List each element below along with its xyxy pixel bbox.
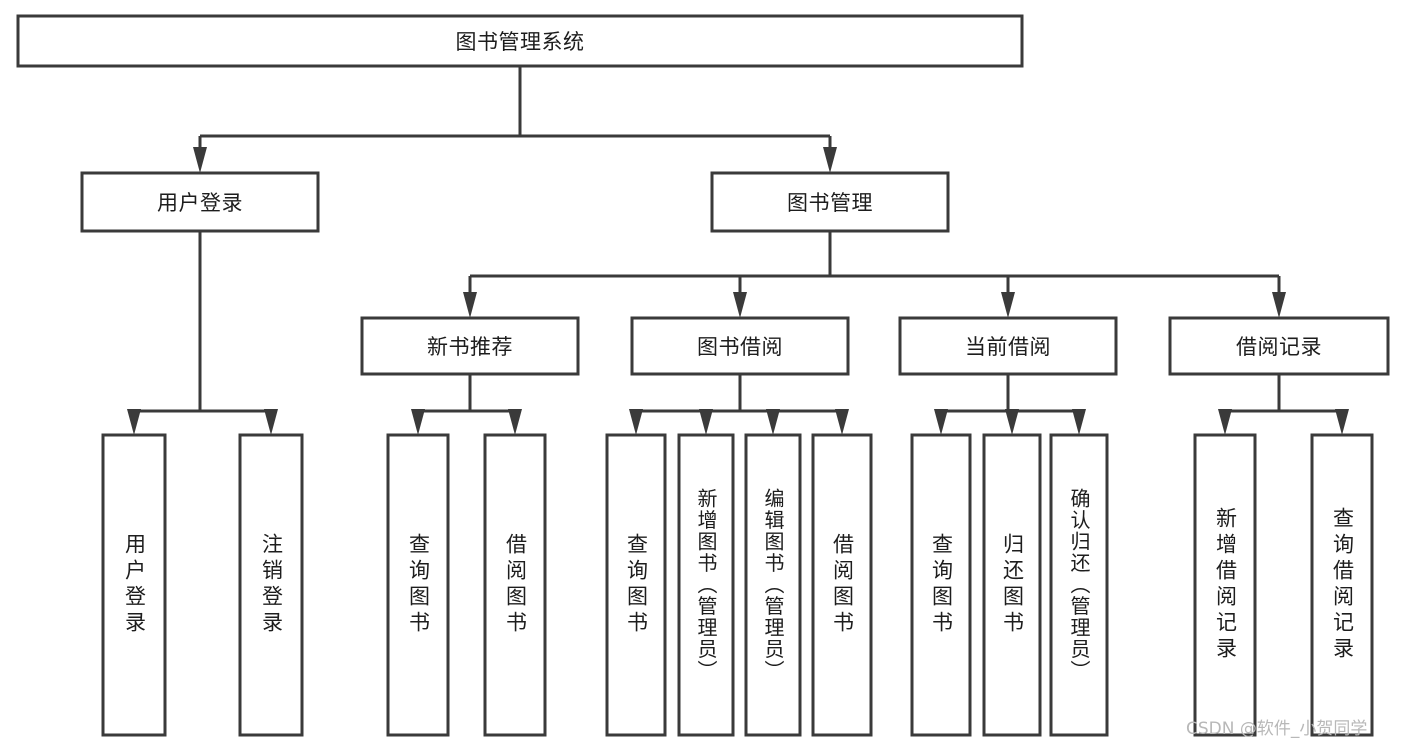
node-box-leaf-0: [101, 433, 167, 737]
node-box-level3-0: [360, 316, 580, 376]
node-box-leaf-10: [1049, 433, 1109, 737]
node-box-leaf-1: [238, 433, 304, 737]
arrow-head-icon-level2-1: [823, 147, 837, 173]
node-box-leaf-6: [744, 433, 802, 737]
arrow-head-icon-level3-3: [1272, 292, 1286, 318]
node-box-leaf-11: [1193, 433, 1257, 737]
node-box-leaf-4: [605, 433, 667, 737]
arrow-head-icon-leaf-当前借阅-2: [1072, 409, 1086, 435]
arrow-head-icon-leaf-图书借阅-1: [699, 409, 713, 435]
node-box-level2-1: [710, 171, 950, 233]
node-box-leaf-8: [910, 433, 972, 737]
node-box-level2-0: [80, 171, 320, 233]
node-box-level3-1: [630, 316, 850, 376]
node-box-leaf-9: [982, 433, 1042, 737]
node-box-level3-2: [898, 316, 1118, 376]
node-box-level3-3: [1168, 316, 1390, 376]
arrow-head-icon-leaf-当前借阅-0: [934, 409, 948, 435]
node-box-leaf-5: [677, 433, 735, 737]
node-box-leaf-2: [386, 433, 450, 737]
node-box-leaf-7: [811, 433, 873, 737]
arrow-head-icon-leaf-图书借阅-0: [629, 409, 643, 435]
node-box-root-0: [16, 14, 1024, 68]
node-box-leaf-3: [483, 433, 547, 737]
connector-edges: [127, 66, 1349, 435]
arrow-head-icon-level3-0: [463, 292, 477, 318]
arrow-head-icon-leaf-借阅记录-1: [1335, 409, 1349, 435]
arrow-head-icon-leaf-新书推荐-0: [411, 409, 425, 435]
arrow-head-icon-leaf-图书借阅-3: [835, 409, 849, 435]
arrow-head-icon-level2-0: [193, 147, 207, 173]
arrow-head-icon-leaf-用户登录-0: [127, 409, 141, 435]
arrow-head-icon-leaf-借阅记录-0: [1218, 409, 1232, 435]
arrow-head-icon-leaf-当前借阅-1: [1005, 409, 1019, 435]
arrow-head-icon-leaf-用户登录-1: [264, 409, 278, 435]
node-boxes: [16, 14, 1390, 737]
arrow-head-icon-level3-2: [1001, 292, 1015, 318]
node-box-leaf-12: [1310, 433, 1374, 737]
arrow-head-icon-level3-1: [733, 292, 747, 318]
arrow-head-icon-leaf-图书借阅-2: [766, 409, 780, 435]
arrow-head-icon-leaf-新书推荐-1: [508, 409, 522, 435]
